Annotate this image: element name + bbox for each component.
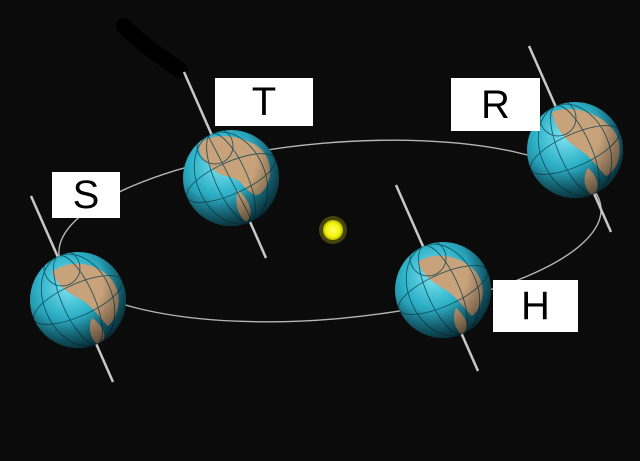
label-t: T bbox=[215, 78, 313, 126]
sun-icon bbox=[319, 216, 347, 244]
label-h: H bbox=[493, 280, 578, 332]
earth-globe-h bbox=[394, 184, 491, 372]
earth-globe-t bbox=[182, 71, 279, 259]
label-r: R bbox=[451, 78, 540, 131]
earth-globe-s bbox=[29, 195, 126, 383]
label-s: S bbox=[52, 172, 120, 218]
earth-globe-r bbox=[527, 45, 623, 233]
marker-stroke bbox=[116, 18, 188, 78]
